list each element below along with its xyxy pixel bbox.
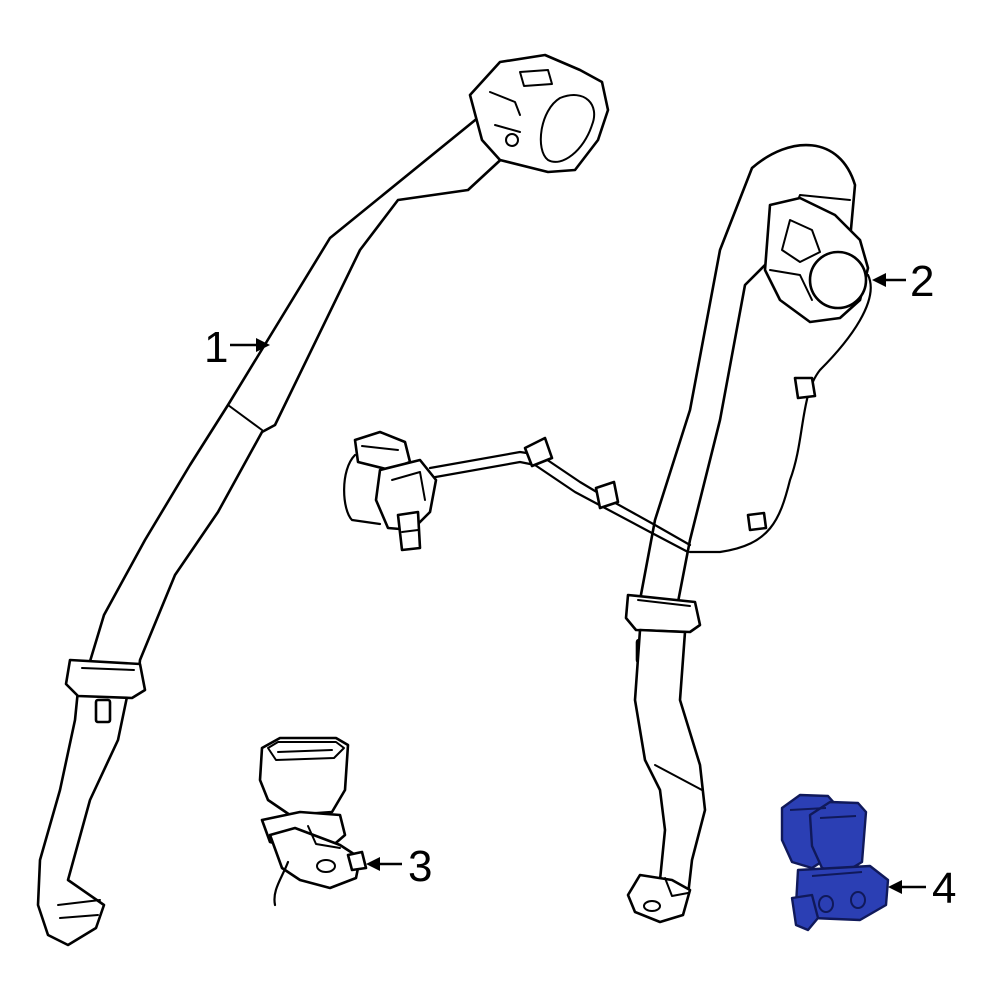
callout-4: 4 xyxy=(888,864,956,913)
callout-1: 1 xyxy=(204,323,270,372)
callout-1-label: 1 xyxy=(204,323,228,372)
part-4-double-buckle[interactable] xyxy=(780,793,890,932)
part-2-seat-belt-retractor[interactable] xyxy=(624,143,872,924)
callout-2: 2 xyxy=(872,257,934,306)
part-3-buckle[interactable] xyxy=(258,736,368,907)
part-1-seat-belt-left[interactable] xyxy=(36,53,610,947)
wiring-harness xyxy=(343,430,692,554)
callout-3-label: 3 xyxy=(408,842,432,891)
callout-2-label: 2 xyxy=(910,257,934,306)
callout-4-label: 4 xyxy=(932,864,956,913)
callout-3: 3 xyxy=(366,842,432,891)
